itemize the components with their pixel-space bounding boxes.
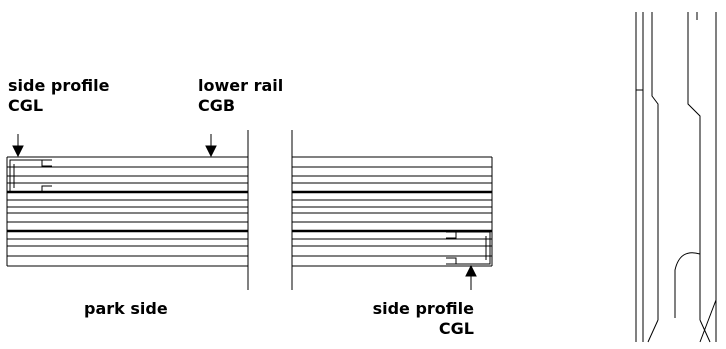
side-profile-cgl-left <box>9 159 52 193</box>
arrow-lower-rail <box>205 134 217 158</box>
label-lower-rail-name: lower rail <box>198 76 284 95</box>
arrow-side-profile-left <box>12 134 24 158</box>
label-side-profile-right-name: side profile <box>372 299 474 318</box>
rail-section-right <box>291 130 493 290</box>
arrow-side-profile-right <box>465 264 477 290</box>
rail-section-left <box>6 130 249 290</box>
label-side-profile-left-code: CGL <box>8 96 44 115</box>
label-lower-rail-code: CGB <box>198 96 236 115</box>
label-side-profile-left: side profile CGL <box>8 76 109 116</box>
label-side-profile-left-name: side profile <box>8 76 110 95</box>
label-side-profile-right-code: CGL <box>438 319 474 338</box>
side-profile-cgl-right <box>446 231 491 265</box>
label-side-profile-right: side profile CGL <box>360 299 474 339</box>
label-lower-rail: lower rail CGB <box>198 76 283 116</box>
vertical-profile-detail <box>635 12 717 343</box>
label-park-side: park side <box>84 299 168 318</box>
